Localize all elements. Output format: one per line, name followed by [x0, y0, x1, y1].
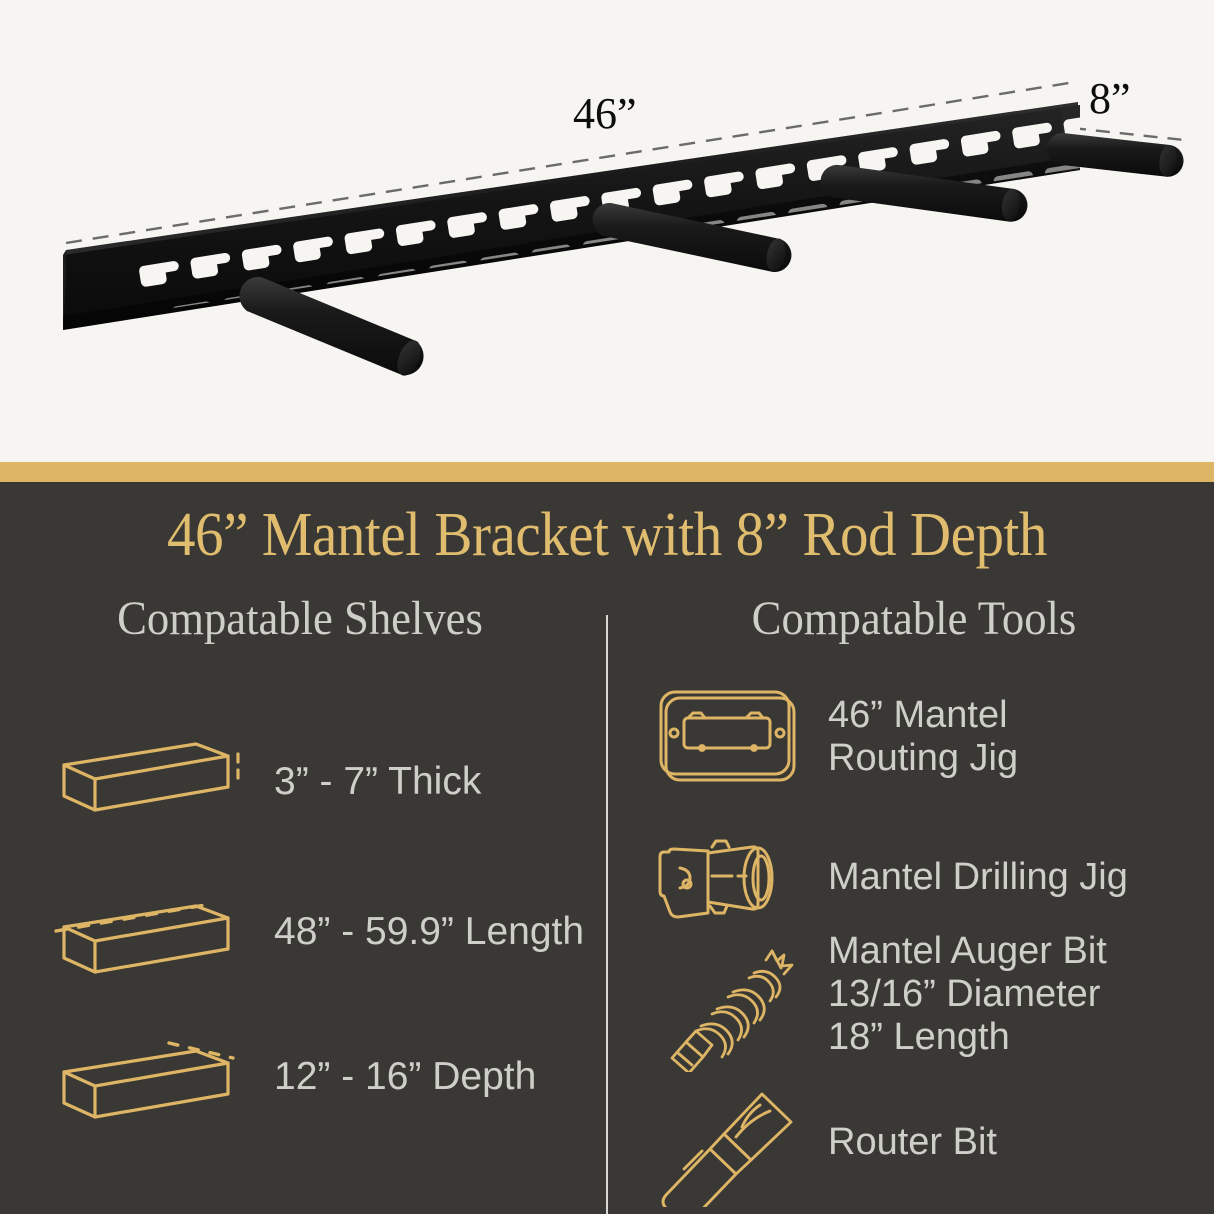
page-title: 46” Mantel Bracket with 8” Rod Depth — [166, 501, 1048, 569]
shelf-thickness-icon — [62, 742, 240, 812]
dimension-leader-46 — [65, 81, 1070, 245]
tool-label: Mantel Drilling Jig — [828, 856, 1128, 899]
dimension-leader-8 — [1071, 126, 1185, 142]
column-divider — [606, 615, 608, 1214]
spec-row-length: 48” - 59.9” Length — [22, 877, 602, 987]
routing-jig-icon — [659, 690, 796, 782]
depth-dimension-dashes — [167, 1041, 235, 1060]
bracket-plate — [63, 102, 1080, 330]
tool-row-drilling-jig: Mantel Drilling Jig — [654, 830, 1214, 925]
support-rod — [820, 164, 1028, 222]
support-rod — [592, 202, 792, 273]
tool-label: 46” Mantel Routing Jig — [828, 694, 1019, 779]
tool-row-auger-bit: Mantel Auger Bit 13/16” Diameter 18” Len… — [654, 922, 1214, 1072]
column-heading-tools: Compatable Tools — [751, 592, 1077, 645]
spec-label: 12” - 16” Depth — [274, 1054, 537, 1098]
mantel-bracket-product-image — [63, 81, 1185, 376]
spec-row-depth: 12” - 16” Depth — [22, 1022, 602, 1132]
support-rod — [239, 276, 424, 376]
tool-label: Router Bit — [828, 1120, 997, 1163]
auger-bit-icon — [670, 949, 794, 1072]
support-rod — [1046, 132, 1184, 177]
spec-label: 3” - 7” Thick — [274, 759, 482, 803]
compatible-shelves-column: 3” - 7” Thick 48” - 59.9” Length — [0, 482, 600, 1214]
spec-panel: 46” Mantel Bracket with 8” Rod Depth Com… — [0, 482, 1214, 1214]
spec-row-thickness: 3” - 7” Thick — [22, 734, 602, 830]
column-heading-shelves: Compatable Shelves — [117, 592, 483, 645]
product-photo-panel: 46” 8” — [0, 0, 1214, 462]
router-bit-icon — [661, 1092, 793, 1207]
drilling-jig-icon — [658, 839, 774, 919]
shelf-length-icon — [54, 903, 230, 974]
shelf-depth-icon — [62, 1041, 235, 1119]
spec-label: 48” - 59.9” Length — [274, 909, 585, 953]
tool-row-router-bit: Router Bit — [654, 1077, 1214, 1207]
tool-row-routing-jig: 46” Mantel Routing Jig — [654, 682, 1214, 792]
dimension-label-depth: 8” — [1089, 74, 1131, 123]
gold-divider-bar — [0, 462, 1214, 482]
dimension-label-length: 46” — [573, 89, 637, 138]
tool-label: Mantel Auger Bit 13/16” Diameter 18” Len… — [828, 930, 1107, 1058]
compatible-tools-column: 46” Mantel Routing Jig — [614, 482, 1214, 1214]
